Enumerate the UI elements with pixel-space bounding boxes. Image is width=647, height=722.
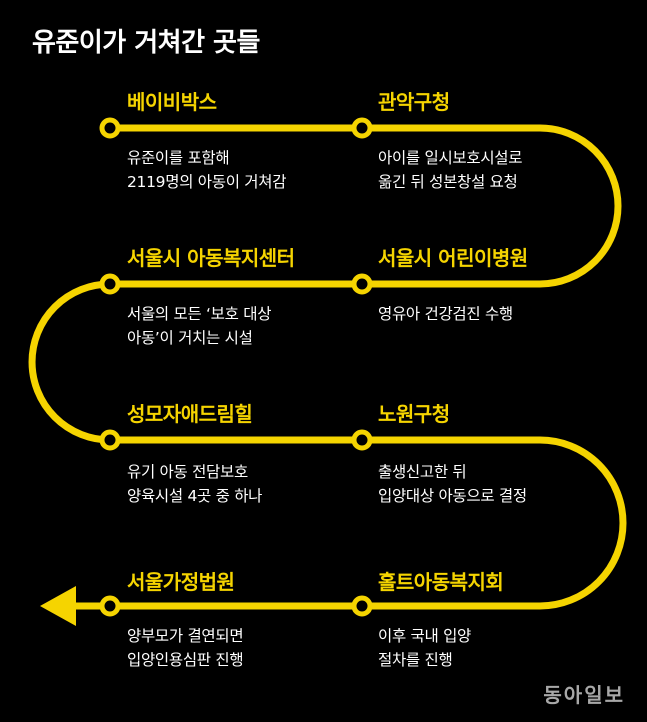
stop-marker	[351, 429, 373, 451]
stop-marker	[99, 429, 121, 451]
desc-line: 아동’이 거치는 시설	[127, 329, 253, 347]
arrow-head-icon	[40, 586, 76, 626]
desc-line: 입양대상 아동으로 결정	[378, 487, 527, 505]
desc-line: 양부모가 결연되면	[127, 627, 244, 645]
stop-name-gwanak: 관악구청	[378, 90, 450, 114]
stop-name-family-court: 서울가정법원	[127, 570, 235, 594]
stop-desc-family-court: 양부모가 결연되면 입양인용심판 진행	[127, 624, 244, 672]
desc-line: 아이를 일시보호시설로	[378, 149, 523, 167]
stop-desc-holt: 이후 국내 입양 절차를 진행	[378, 624, 471, 672]
page-title: 유준이가 거쳐간 곳들	[32, 28, 260, 58]
stop-desc-baby-box: 유준이를 포함해 2119명의 아동이 거쳐감	[127, 146, 286, 194]
stop-markers	[99, 117, 373, 617]
desc-line: 이후 국내 입양	[378, 627, 472, 645]
stop-desc-gwanak: 아이를 일시보호시설로 옮긴 뒤 성본창설 요청	[378, 146, 523, 194]
stop-desc-childrens-hospital: 영유아 건강검진 수행	[378, 302, 513, 326]
stop-name-dream-hill: 성모자애드림힐	[127, 402, 253, 426]
desc-line: 서울의 모든 ‘보호 대상	[127, 305, 272, 323]
stop-marker	[351, 595, 373, 617]
stop-desc-dream-hill: 유기 아동 전담보호 양육시설 4곳 중 하나	[127, 460, 262, 508]
stop-marker	[99, 273, 121, 295]
stop-name-childrens-hospital: 서울시 어린이병원	[378, 246, 528, 270]
desc-line: 옮긴 뒤 성본창설 요청	[378, 173, 518, 191]
stop-marker	[351, 117, 373, 139]
desc-line: 절차를 진행	[378, 651, 453, 669]
stop-name-baby-box: 베이비박스	[127, 90, 217, 114]
stop-marker	[99, 595, 121, 617]
publisher-watermark: 동아일보	[543, 683, 625, 707]
desc-line: 입양인용심판 진행	[127, 651, 244, 669]
stop-desc-child-welfare-center: 서울의 모든 ‘보호 대상 아동’이 거치는 시설	[127, 302, 271, 350]
stop-name-holt: 홀트아동복지회	[378, 570, 504, 594]
desc-line: 출생신고한 뒤	[378, 463, 467, 481]
desc-line: 양육시설 4곳 중 하나	[127, 487, 263, 505]
stop-name-child-welfare-center: 서울시 아동복지센터	[127, 246, 295, 270]
stop-marker	[351, 273, 373, 295]
desc-line: 영유아 건강검진 수행	[378, 305, 513, 323]
stop-name-nowon: 노원구청	[378, 402, 450, 426]
desc-line: 유준이를 포함해	[127, 149, 230, 167]
desc-line: 유기 아동 전담보호	[127, 463, 248, 481]
stop-desc-nowon: 출생신고한 뒤 입양대상 아동으로 결정	[378, 460, 527, 508]
stop-marker	[99, 117, 121, 139]
desc-line: 2119명의 아동이 거쳐감	[127, 173, 287, 191]
